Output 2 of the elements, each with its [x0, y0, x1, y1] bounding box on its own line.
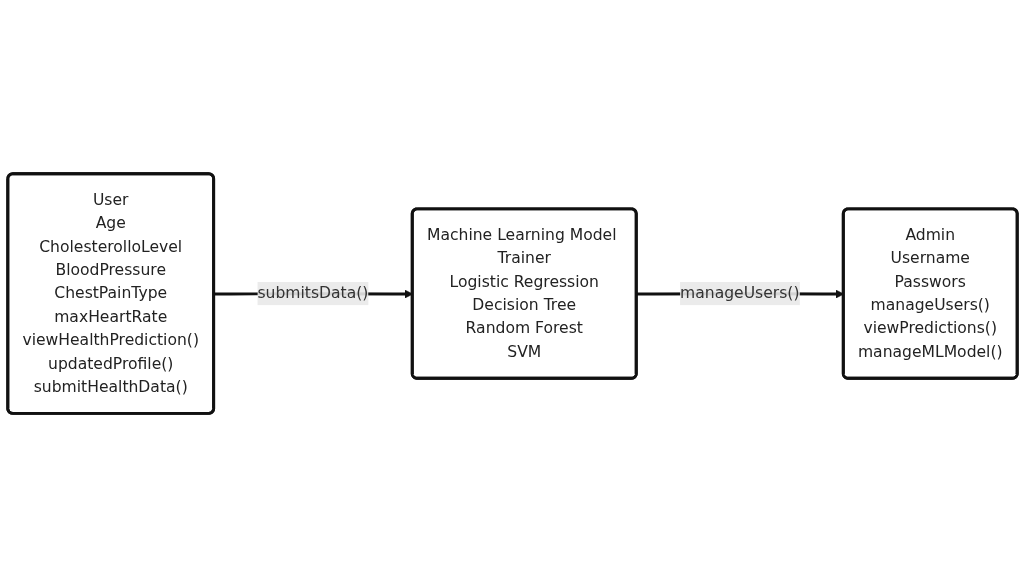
edge-label: submitsData()	[257, 284, 369, 303]
edge-label: manageUsers()	[680, 284, 800, 303]
